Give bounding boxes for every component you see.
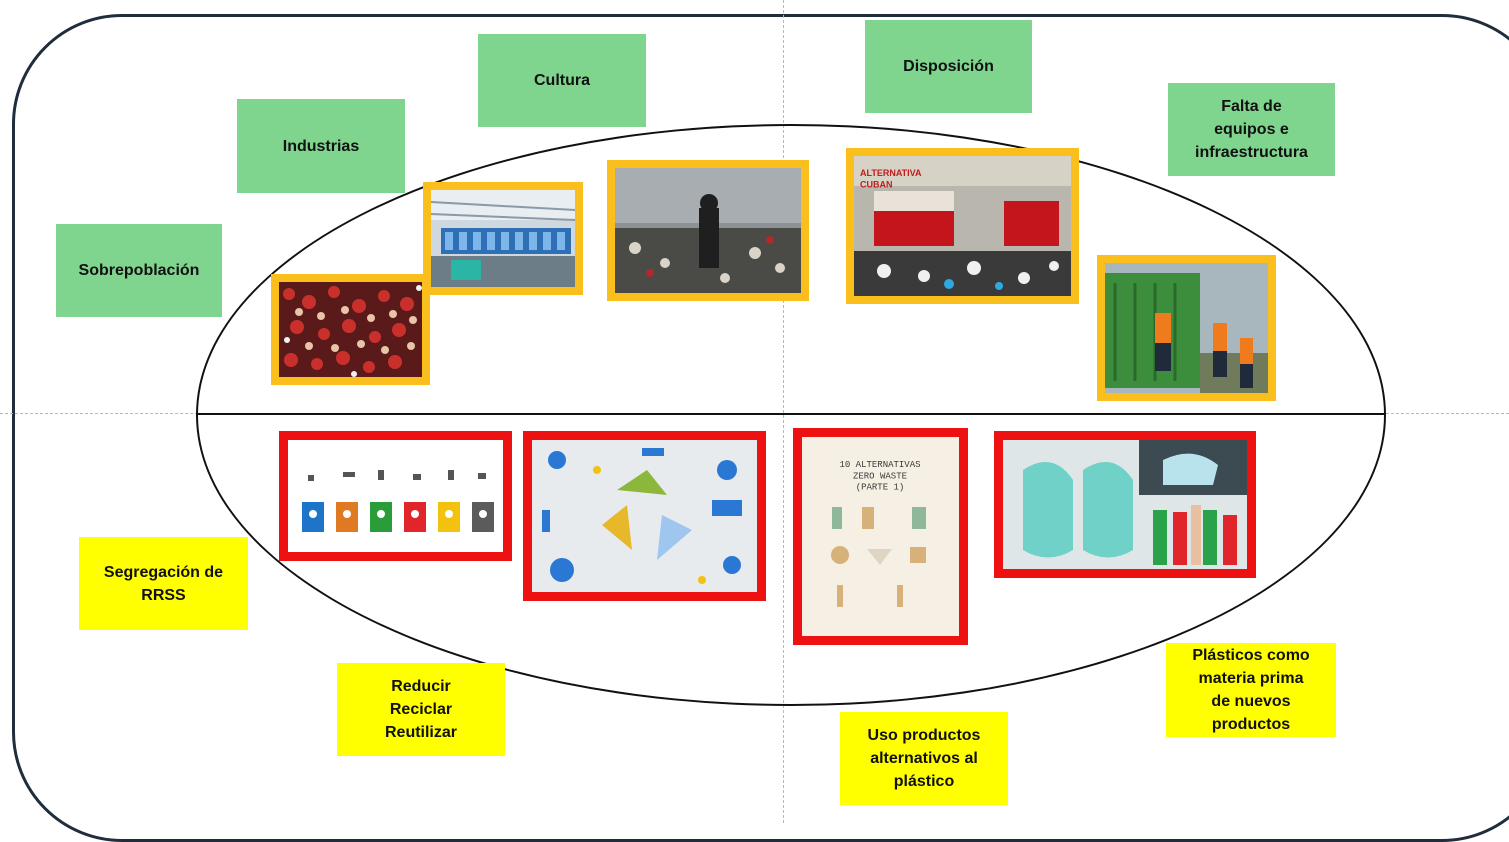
note-segregacion: Segregación de RRSS <box>79 537 248 630</box>
photo-garbage-truck <box>1097 255 1276 401</box>
note-sobrepoblacion: Sobrepoblación <box>56 224 222 317</box>
note-falta-equipos: Falta de equipos e infraestructura <box>1168 83 1335 176</box>
photo-plastic-recycle <box>523 431 766 601</box>
photo-landfill-person <box>607 160 809 301</box>
photo-recycled-plastic-shoes <box>994 431 1256 578</box>
photo-bottling-factory <box>423 182 583 295</box>
note-reducir-reciclar-reutilizar: Reducir Reciclar Reutilizar <box>337 663 505 756</box>
photo-crowd <box>271 274 430 385</box>
photo-recycling-bins <box>279 431 512 561</box>
note-uso-productos-alternativos: Uso productos alternativos al plástico <box>840 712 1008 805</box>
note-disposicion: Disposición <box>865 20 1032 113</box>
note-cultura: Cultura <box>478 34 646 127</box>
ellipse-divider <box>197 413 1385 415</box>
note-plasticos-materia-prima: Plásticos como materia prima de nuevos p… <box>1166 643 1336 737</box>
central-ellipse <box>196 124 1386 706</box>
note-industrias: Industrias <box>237 99 405 193</box>
